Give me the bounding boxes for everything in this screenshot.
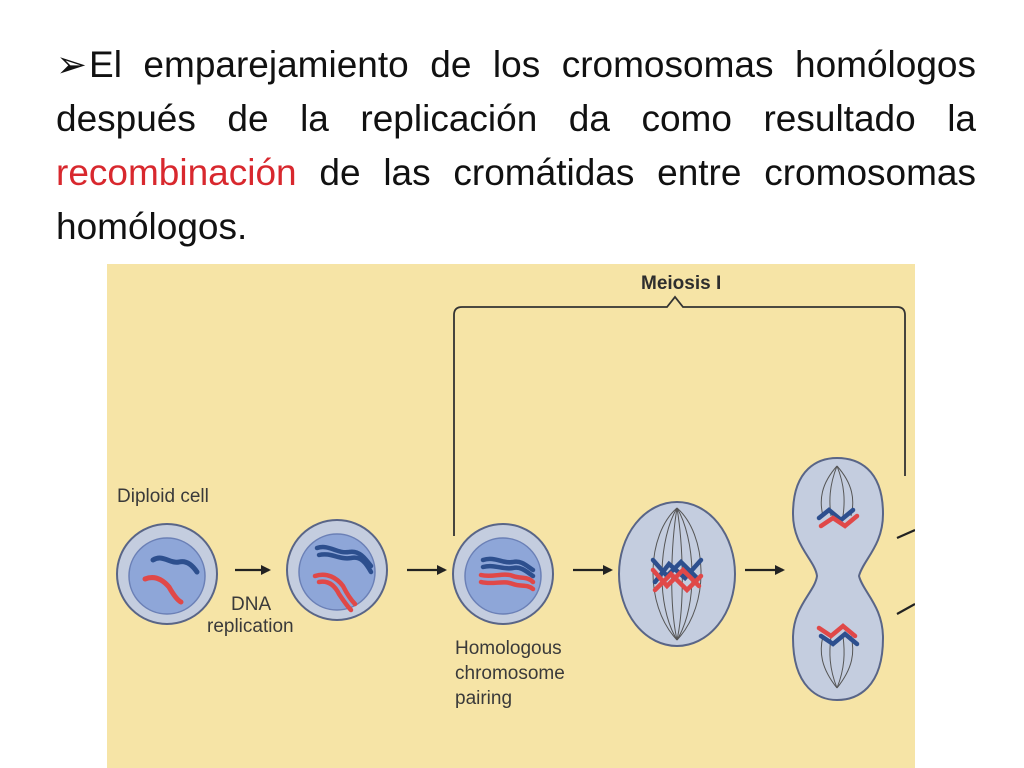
meiosis-figure: Meiosis I Diploid cell DNA replication H… (107, 264, 915, 768)
text-after: de las cromátidas entre cromosomas homól… (56, 152, 976, 247)
replication-label-line1: DNA (231, 594, 272, 615)
diploid-cell (116, 523, 218, 625)
arrow-partial-top (896, 528, 915, 540)
slide-text: ➢El emparejamiento de los cromosomas hom… (56, 38, 976, 254)
arrow-bullet-icon: ➢ (56, 44, 88, 85)
pairing-cell (452, 523, 554, 625)
spindle-cell (618, 501, 736, 647)
meiosis-title: Meiosis I (641, 273, 722, 294)
pairing-label-line1: Homologous (455, 638, 562, 659)
meiosis-bracket (453, 295, 906, 536)
replicated-cell (286, 519, 388, 621)
pairing-label-line3: pairing (455, 688, 513, 709)
highlight-recombinacion: recombinación (56, 152, 297, 193)
pairing-label-line2: chromosome (455, 663, 565, 684)
text-before: El emparejamiento de los cromosomas homó… (56, 44, 976, 139)
replication-label-line2: replication (207, 616, 294, 637)
meiosis-diagram (116, 295, 915, 702)
arrow-partial-bottom (896, 603, 915, 615)
dividing-cell (791, 456, 885, 702)
diploid-cell-label: Diploid cell (117, 486, 209, 507)
